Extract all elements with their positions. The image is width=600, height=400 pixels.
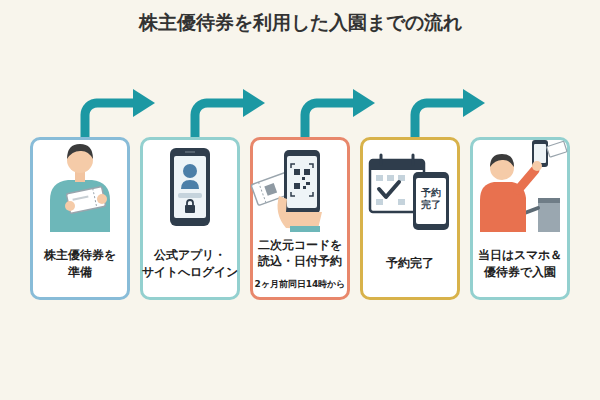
sleeve [290, 226, 320, 232]
text-group: 株主優待券を 準備 [33, 234, 127, 293]
flow-arrow [195, 103, 243, 137]
calendar-ring [412, 155, 415, 164]
calendar-cell [376, 175, 383, 181]
profile-icon [181, 180, 199, 189]
hand [97, 194, 107, 204]
ticket-perforation [258, 182, 266, 203]
gate-illustration [480, 140, 567, 232]
screen-text: 予約 完了 [416, 187, 446, 211]
flow-arrow [415, 103, 463, 137]
profile-icon [183, 164, 197, 178]
phone-login-illustration [170, 148, 210, 226]
process-box: 株主優待券を 準備 [30, 137, 130, 300]
phone-screen [174, 156, 206, 218]
text-group: 二次元コードを 読込・日付予約 2ヶ月前同日14時から [253, 234, 347, 293]
hand [532, 161, 542, 171]
ticket-line [73, 196, 89, 199]
process-box: 当日はスマホ＆ 優待券で入園 [470, 137, 570, 300]
ticket-perforation [93, 188, 97, 208]
ticket-icon [66, 186, 105, 213]
text-group: 予約完了 [363, 234, 457, 293]
phone-body [170, 148, 210, 226]
calendar-illustration [370, 155, 449, 230]
scan-illustration [251, 150, 322, 232]
calendar-grid [376, 175, 405, 205]
step-label: 当日はスマホ＆ 優待券で入園 [473, 247, 567, 279]
neck [75, 170, 85, 182]
phone-screen [534, 144, 546, 163]
ticket [251, 171, 298, 206]
shirt [480, 182, 526, 232]
ticket-icon [547, 141, 568, 157]
step-label: 二次元コードを 読込・日付予約 [253, 237, 347, 269]
qr-cell [294, 183, 300, 189]
step-note: 2ヶ月前同日14時から [255, 279, 346, 290]
calendar-cell [398, 199, 405, 205]
phone-speaker [185, 151, 195, 153]
step-label: 公式アプリ・ サイトへログイン [142, 247, 238, 279]
phone-body [532, 140, 548, 167]
hair [490, 154, 514, 167]
calendar-cell [376, 199, 383, 205]
calendar-cell [387, 175, 394, 181]
person-illustration [50, 144, 110, 232]
scan-frame [291, 164, 313, 196]
arm [518, 170, 535, 190]
phone-body [413, 172, 449, 230]
flow-arrow [85, 103, 133, 137]
text-group: 当日はスマホ＆ 優待券で入園 [473, 234, 567, 293]
flow-arrow [305, 103, 353, 137]
calendar-header [370, 160, 424, 170]
calendar-cell [398, 175, 405, 181]
hand [65, 201, 75, 211]
process-box: 公式アプリ・ サイトへログイン [140, 137, 240, 300]
calendar-ring [380, 155, 383, 164]
diagram-title: 株主優待券を利用した入園までの流れ [0, 8, 600, 36]
turnstile-bar [522, 208, 538, 214]
hair [67, 144, 93, 159]
check-mark [379, 182, 399, 197]
hand [278, 196, 322, 229]
qr-cell [306, 182, 310, 185]
ticket [547, 141, 568, 157]
qr-cell [303, 186, 306, 189]
qr-cell [304, 169, 310, 175]
process-box: 二次元コードを 読込・日付予約 2ヶ月前同日14時から [250, 137, 350, 300]
calendar [370, 160, 424, 212]
turnstile [538, 198, 560, 232]
input-field [178, 193, 202, 198]
step-label: 予約完了 [386, 255, 434, 271]
lock-icon [185, 205, 195, 213]
turnstile-top [538, 198, 560, 203]
ticket [66, 186, 105, 213]
qr-cell [294, 169, 300, 175]
text-group: 公式アプリ・ サイトへログイン [143, 234, 237, 293]
head [67, 147, 93, 173]
phone-body [284, 150, 320, 214]
ticket-icon [251, 171, 298, 206]
shirt [50, 180, 110, 232]
lock-icon [187, 200, 193, 206]
ticket-code [264, 183, 277, 196]
step-label: 株主優待券を 準備 [33, 247, 127, 279]
qr-cell [302, 177, 305, 180]
phone-screen [416, 178, 446, 224]
process-box: 予約完了 [360, 137, 460, 300]
qr-code [294, 169, 310, 189]
head [490, 156, 514, 180]
phone-screen [287, 156, 317, 208]
